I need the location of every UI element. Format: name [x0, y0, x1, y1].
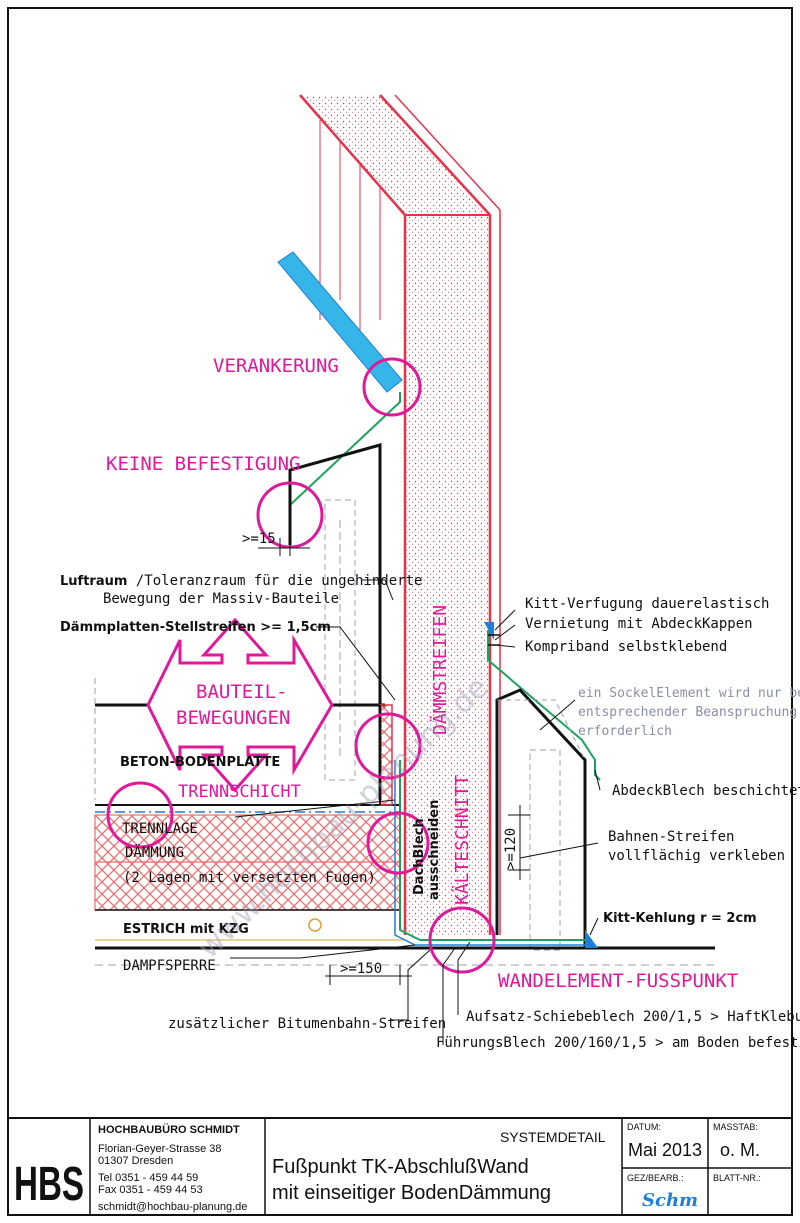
circle-trennschicht-floor: [106, 781, 174, 849]
label-kitt-kehlung: Kitt-Kehlung r = 2cm: [603, 911, 757, 926]
label-kitt-verfugung: Kitt-Verfugung dauerelastisch: [525, 596, 769, 612]
drawing-type: SYSTEMDETAIL: [500, 1129, 606, 1145]
circle-dachblech: [366, 811, 430, 875]
datum-value: Mai 2013: [628, 1140, 702, 1160]
label-wandelement-fusspunkt: WANDELEMENT-FUSSPUNKT: [498, 970, 738, 992]
drawing-title-1: Fußpunkt TK-AbschlußWand: [272, 1156, 529, 1178]
company-fax: Fax 0351 - 459 44 53: [98, 1184, 203, 1196]
blatt-label: BLATT-NR.:: [713, 1173, 761, 1183]
label-bewegungen: BEWEGUNGEN: [176, 707, 290, 729]
label-estrich: ESTRICH mit KZG: [123, 922, 249, 937]
label-bitumen: zusätzlicher Bitumenbahn-Streifen: [168, 1016, 446, 1032]
label-luftraum-rest: /Toleranzraum für die ungehinderte: [136, 573, 423, 589]
title-block: [7, 1117, 793, 1216]
label-dim-15: >=15: [242, 531, 276, 547]
label-trennschicht: TRENNSCHICHT: [178, 782, 301, 802]
label-bauteil: BAUTEIL-: [196, 681, 288, 703]
label-daemmung-2: (2 Lagen mit versetzten Fugen): [123, 870, 376, 886]
dimension-120: [508, 805, 530, 880]
label-kompriband: Kompriband selbstklebend: [525, 639, 727, 655]
flashing-right: [487, 630, 601, 781]
base-flashing: [399, 760, 590, 941]
steel-profile: [277, 251, 403, 393]
label-dim-120: >=120: [503, 828, 519, 870]
company-city: 01307 Dresden: [98, 1155, 173, 1167]
label-daemmplatten: Dämmplatten-Stellstreifen >= 1,5cm: [60, 620, 331, 635]
label-sockel-2: entsprechender Beanspruchung: [578, 705, 797, 720]
wall-element-left: [288, 443, 382, 800]
label-vernietung: Vernietung mit AbdeckKappen: [525, 616, 753, 632]
label-bahnen-2: vollflächig verkleben: [608, 848, 785, 864]
company-email: schmidt@hochbau-planung.de: [98, 1201, 247, 1213]
label-luftraum-2: Bewegung der Massiv-Bauteile: [103, 591, 339, 607]
label-keine-befestigung: KEINE BEFESTIGUNG: [106, 453, 300, 475]
circle-trennschicht-wall: [354, 712, 422, 780]
label-sockel-3: erforderlich: [578, 724, 672, 739]
label-dim-150: >=150: [340, 961, 382, 977]
label-verankerung: VERANKERUNG: [213, 355, 339, 377]
label-dampfsperre: DAMPFSPERRE: [123, 958, 216, 974]
wall-panel: [299, 94, 501, 935]
masstab-label: MASSTAB:: [713, 1122, 758, 1132]
drawing-title-2: mit einseitiger BodenDämmung: [272, 1182, 551, 1204]
dimension-15: [258, 538, 310, 556]
label-fuehrung: FührungsBlech 200/160/1,5 > am Boden bef…: [436, 1035, 800, 1051]
floor-buildup: [94, 678, 715, 966]
label-dachblech-2: ausschneiden: [427, 800, 442, 900]
circle-fusspunkt: [428, 906, 496, 974]
gez-label: GEZ/BEARB.:: [627, 1173, 684, 1183]
label-dachblech-1: DachBlech: [412, 818, 427, 895]
label-aufsatz: Aufsatz-Schiebeblech 200/1,5 > HaftKlebu…: [466, 1009, 800, 1025]
sockel-dashed: [497, 699, 586, 761]
label-abdeckblech: AbdeckBlech beschichtet: [612, 783, 800, 799]
label-luftraum: Luftraum /Toleranzraum für die ungehinde…: [60, 572, 422, 589]
company-name: HOCHBAUBÜRO SCHMIDT: [98, 1123, 240, 1136]
masstab-value: o. M.: [720, 1140, 760, 1160]
base-flashing-2: [394, 760, 595, 946]
label-luftraum-bold: Luftraum: [60, 574, 127, 589]
logo-hbs: HBS: [14, 1158, 84, 1211]
company-tel: Tel 0351 - 459 44 59: [98, 1172, 198, 1184]
label-trennlage: TRENNLAGE: [122, 821, 198, 837]
circle-verankerung: [362, 357, 422, 417]
gez-value: Schm: [642, 1190, 698, 1211]
dimension-150: [325, 965, 412, 985]
company-street: Florian-Geyer-Strasse 38: [98, 1143, 222, 1155]
label-bahnen-1: Bahnen-Streifen: [608, 829, 734, 845]
leader-lines: [230, 579, 601, 1045]
movement-arrow: [146, 617, 334, 793]
label-daemmung: DÄMMUNG: [125, 843, 184, 861]
kitt-kehlung-mark: [585, 930, 598, 948]
label-kaelteschnitt: KÄLTESCHNITT: [452, 775, 473, 905]
label-sockel-1: ein SockelElement wird nur bei: [578, 686, 800, 701]
datum-label: DATUM:: [627, 1122, 661, 1132]
label-daemmstreifen: DÄMMSTREIFEN: [430, 605, 451, 735]
label-beton: BETON-BODENPLATTE: [120, 755, 280, 770]
